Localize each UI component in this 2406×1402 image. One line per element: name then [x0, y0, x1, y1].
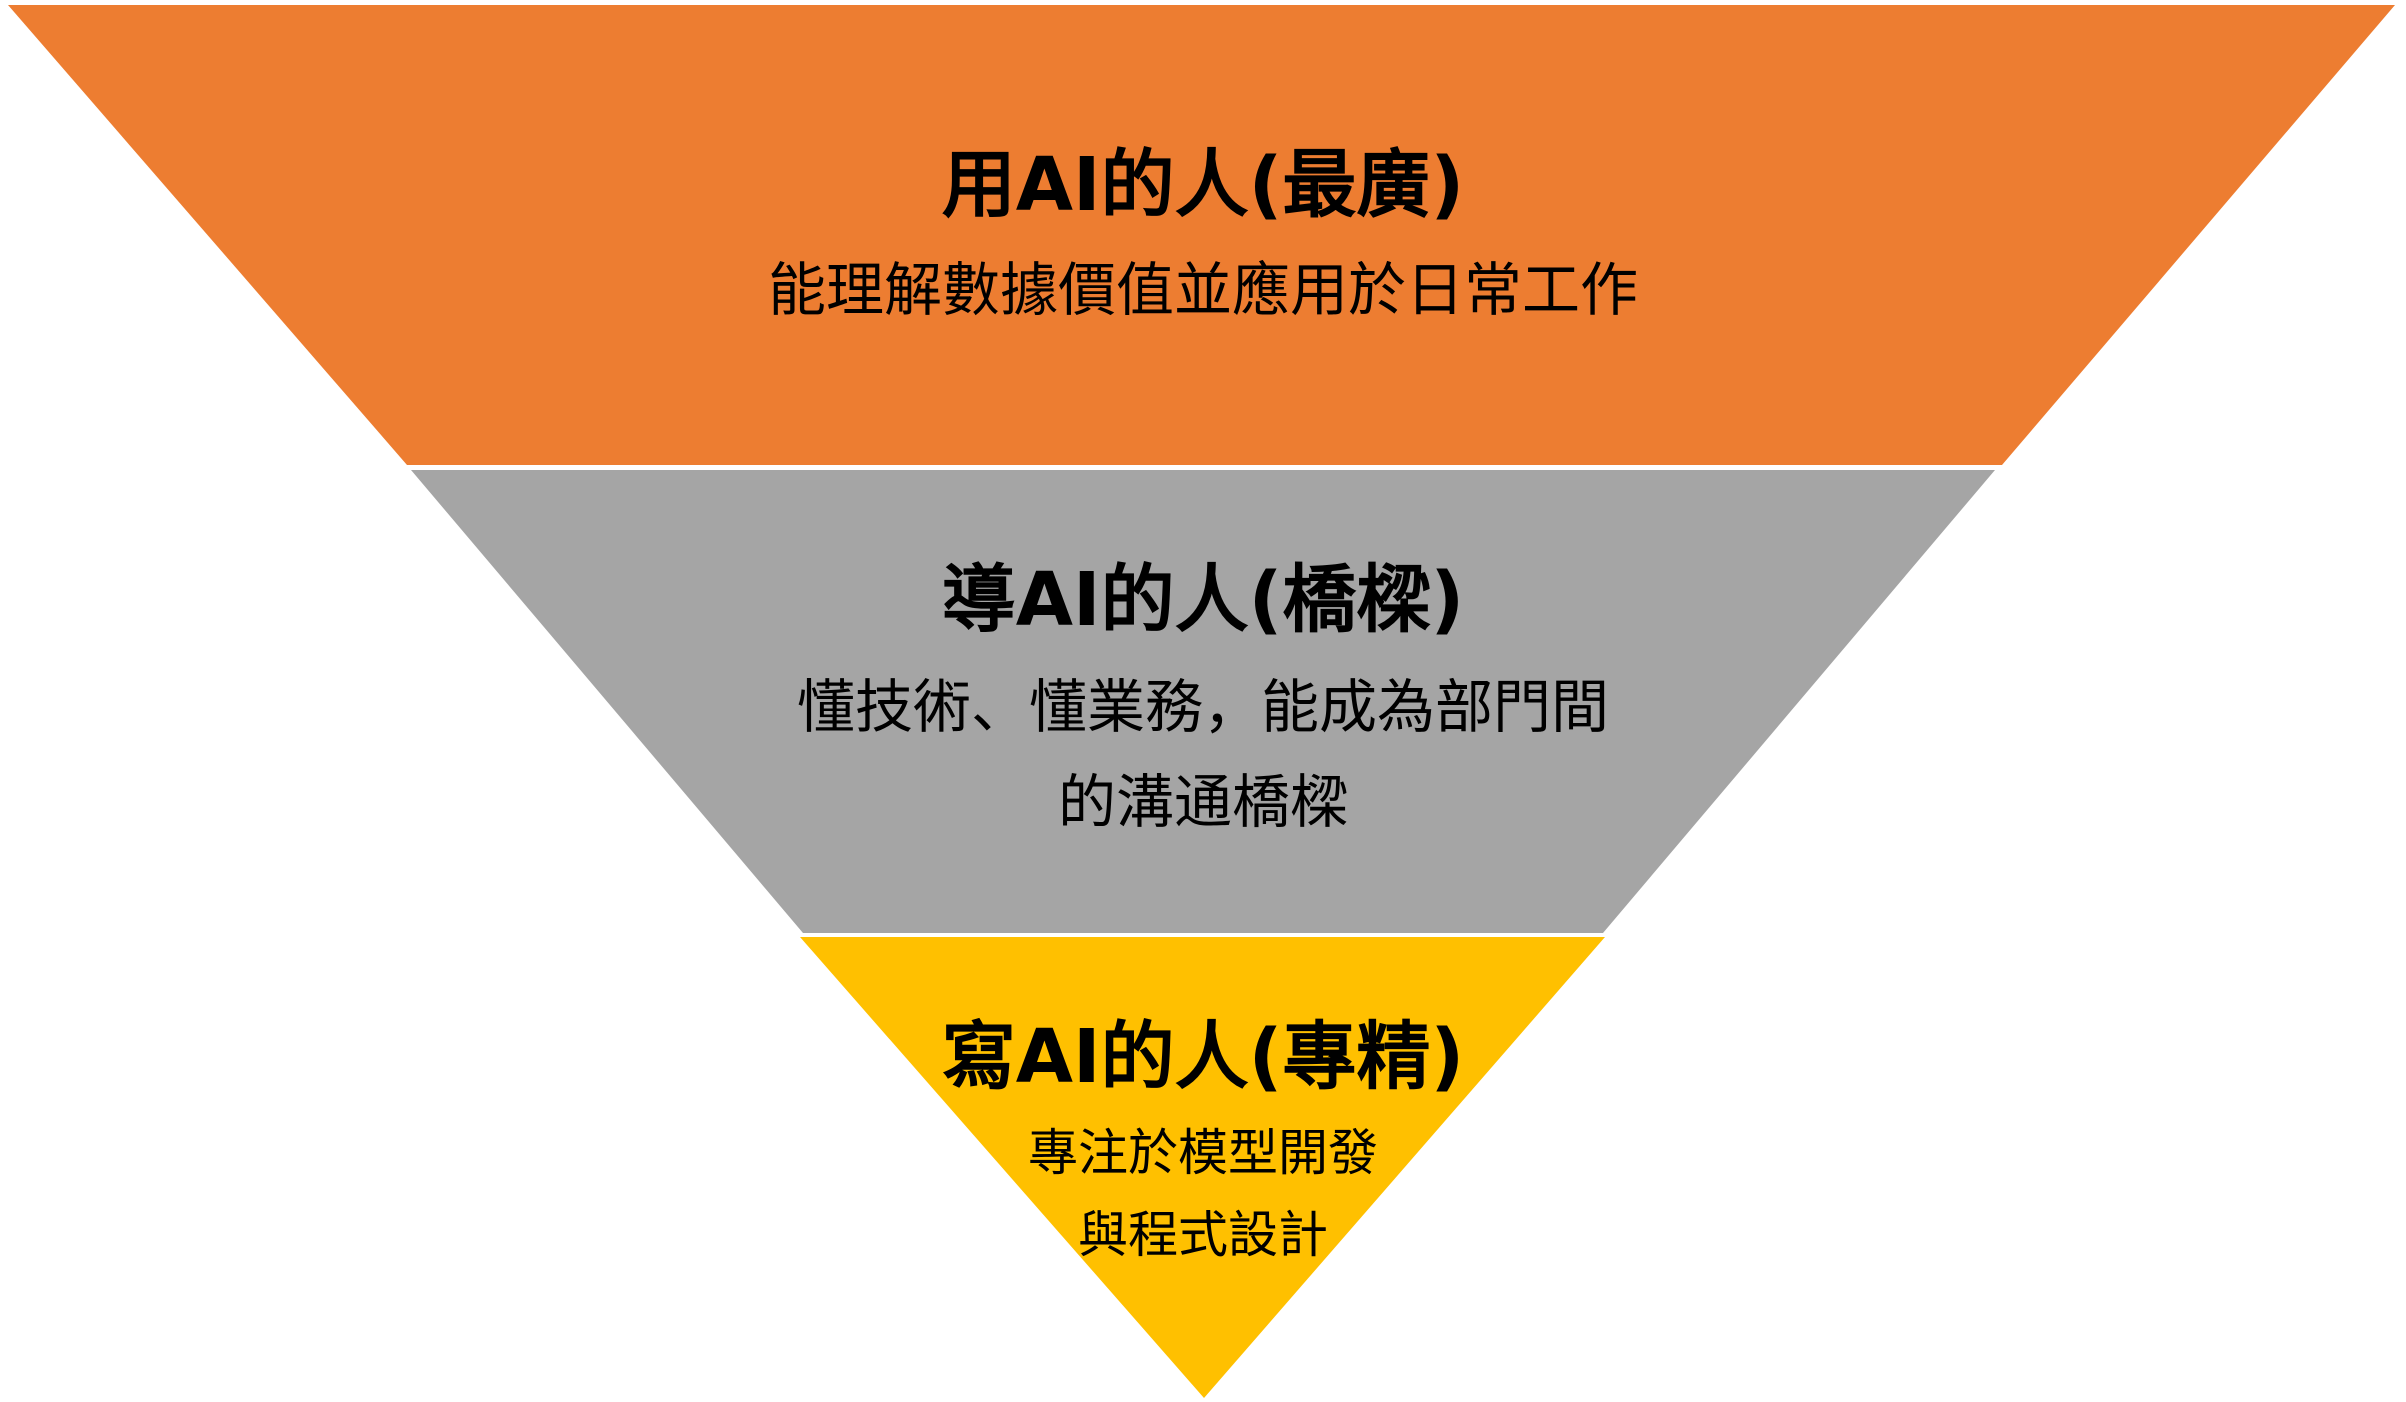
tier-bottom-description-line-1: 專注於模型開發	[1028, 1124, 1378, 1182]
tier-bottom-description-line-2: 與程式設計	[1078, 1206, 1328, 1264]
tier-middle-bridge	[411, 470, 1995, 933]
tier-middle-description-line-1: 懂技術、懂業務，能成為部門間	[797, 673, 1609, 741]
tier-bottom-title: 寫AI的人(專精)	[942, 1014, 1464, 1100]
tier-bottom-specialist	[800, 937, 1605, 1398]
tier-top-description: 能理解數據價值並應用於日常工作	[768, 256, 1638, 324]
tier-top-broadest	[8, 5, 2395, 465]
tier-top-title: 用AI的人(最廣)	[942, 142, 1464, 228]
tier-middle-description-line-2: 的溝通橋樑	[1058, 768, 1348, 836]
tier-middle-title: 導AI的人(橋樑)	[942, 557, 1464, 643]
